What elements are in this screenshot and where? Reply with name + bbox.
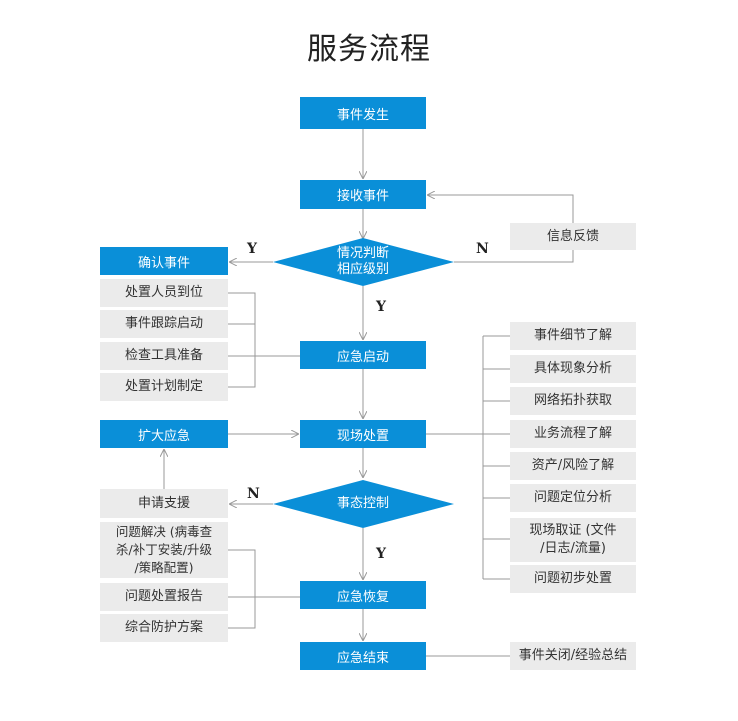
confirm-item: 处置计划制定 (100, 373, 228, 401)
onsite-item: 事件细节了解 (510, 322, 636, 350)
onsite-item: 问题定位分析 (510, 484, 636, 512)
decision-judge-label: 情况判断 相应级别 (336, 246, 389, 277)
label-yes-start: Y (376, 299, 386, 315)
bracket-recovery-items (228, 549, 256, 629)
onsite-item: 现场取证 (文件 /日志/流量) (510, 518, 636, 562)
step-emergency-start: 应急启动 (300, 341, 426, 369)
recovery-item: 问题处置报告 (100, 583, 228, 611)
step-onsite-handle: 现场处置 (300, 420, 426, 448)
confirm-event-box: 确认事件 (100, 247, 228, 275)
onsite-item: 资产/风险了解 (510, 452, 636, 480)
step-emergency-end: 应急结束 (300, 642, 426, 670)
recovery-item: 问题解决 (病毒查 杀/补丁安装/升级 /策略配置) (100, 522, 228, 578)
decision-control-label: 事态控制 (336, 496, 389, 511)
close-summary-box: 事件关闭/经验总结 (510, 642, 636, 670)
recovery-item: 综合防护方案 (100, 614, 228, 642)
expand-emergency-box: 扩大应急 (100, 420, 228, 448)
label-yes-confirm: Y (247, 241, 257, 257)
decision-judge-shape (273, 238, 454, 286)
step-emergency-recover: 应急恢复 (300, 581, 426, 609)
confirm-item: 检查工具准备 (100, 342, 228, 370)
page-title: 服务流程 (307, 32, 431, 67)
step-event-occur: 事件发生 (300, 97, 426, 129)
label-no-feedback: N (476, 241, 489, 257)
onsite-item: 业务流程了解 (510, 420, 636, 448)
label-yes-recover: Y (376, 546, 386, 562)
confirm-item: 事件跟踪启动 (100, 310, 228, 338)
apply-support-box: 申请支援 (100, 489, 228, 518)
arrow-feedback-to-receive (428, 195, 574, 223)
onsite-item: 问题初步处置 (510, 565, 636, 593)
onsite-item: 网络拓扑获取 (510, 387, 636, 415)
label-no-apply: N (247, 486, 260, 502)
onsite-item: 具体现象分析 (510, 355, 636, 383)
decision-control-shape (273, 480, 454, 528)
bracket-confirm-items (228, 292, 256, 388)
feedback-box: 信息反馈 (510, 223, 636, 250)
step-receive-event: 接收事件 (300, 180, 426, 209)
confirm-item: 处置人员到位 (100, 279, 228, 307)
line-judge-to-feedback (454, 250, 574, 263)
